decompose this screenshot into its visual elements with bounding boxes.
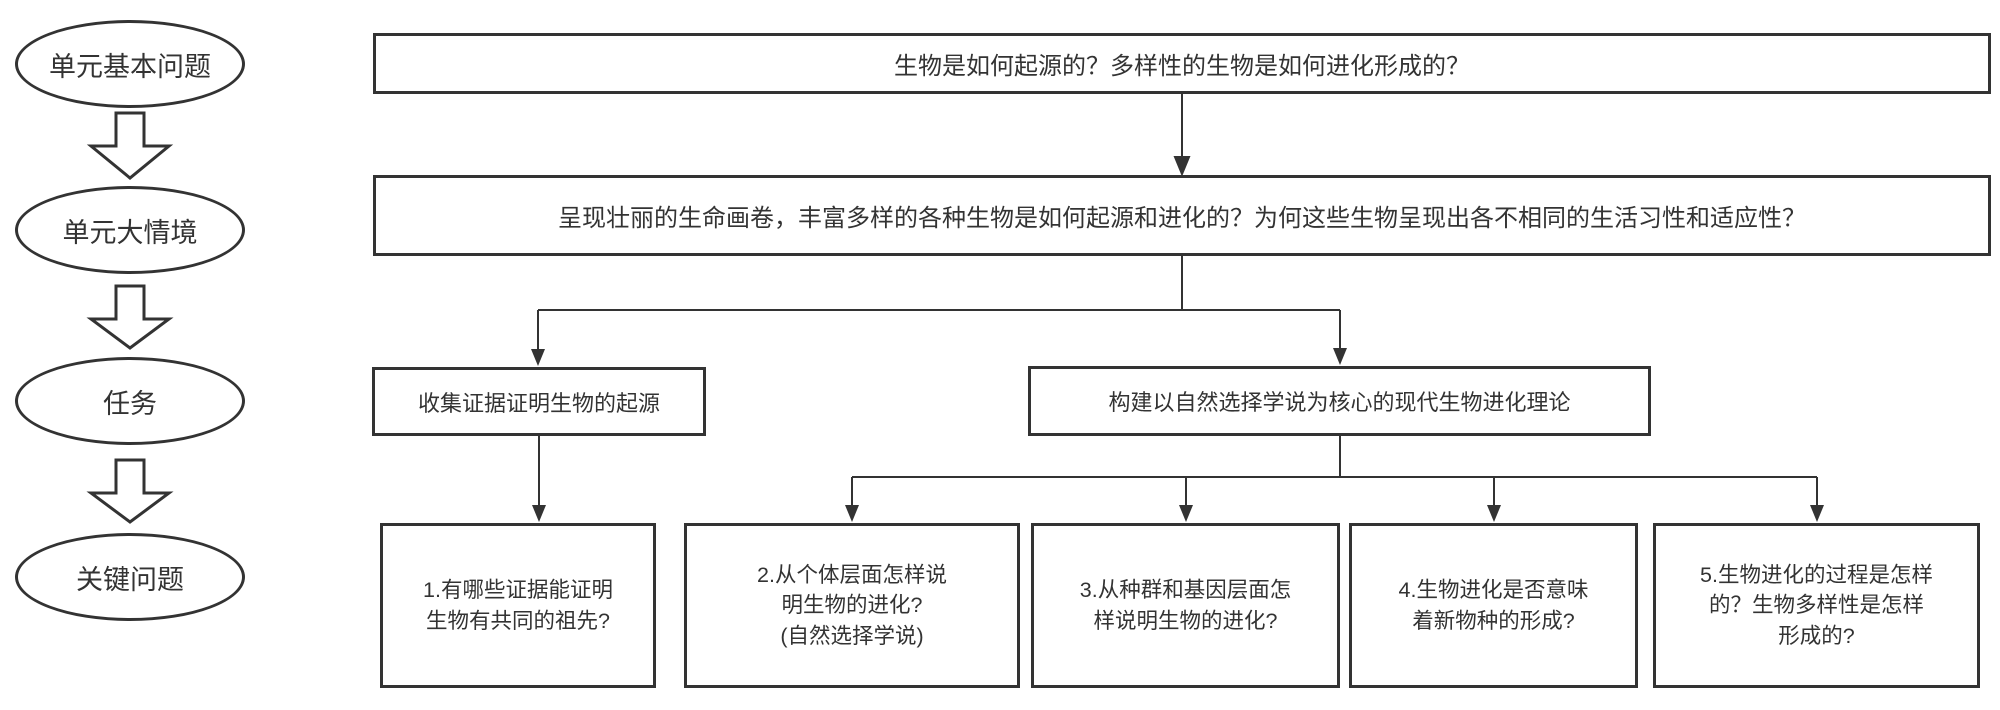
ellipse-label: 单元大情境: [62, 217, 198, 248]
box-task-collect-evidence: 收集证据证明生物的起源: [372, 367, 706, 436]
ellipse-tasks: 任务: [15, 357, 245, 445]
box-text-line: 生物有共同的祖先?: [426, 608, 610, 633]
down-block-arrow-icon: [86, 111, 174, 180]
box-text-line: 形成的?: [1778, 623, 1855, 648]
box-text-line: 5.生物进化的过程是怎样: [1700, 562, 1933, 587]
connector-basic-to-context: [1173, 94, 1191, 177]
box-key-question-3: 3.从种群和基因层面怎 样说明生物的进化?: [1031, 523, 1340, 688]
connector-context-to-tasks: [537, 256, 1341, 352]
box-key-question-2: 2.从个体层面怎样说 明生物的进化? (自然选择学说): [684, 523, 1020, 688]
box-key-question-4: 4.生物进化是否意味 着新物种的形成?: [1349, 523, 1638, 688]
box-text-line: 样说明生物的进化?: [1093, 608, 1278, 633]
box-basic-question: 生物是如何起源的？多样性的生物是如何进化形成的？: [373, 33, 1991, 94]
ellipse-unit-big-context: 单元大情境: [15, 186, 245, 274]
arrowhead-icon: [532, 505, 546, 522]
box-key-question-1: 1.有哪些证据能证明 生物有共同的祖先?: [380, 523, 656, 688]
down-block-arrow-icon: [86, 458, 174, 524]
ellipse-key-questions: 关键问题: [15, 533, 245, 621]
box-key-question-5: 5.生物进化的过程是怎样 的？生物多样性是怎样 形成的?: [1653, 523, 1980, 688]
box-text: 构建以自然选择学说为核心的现代生物进化理论: [1108, 390, 1571, 415]
connector-task2-to-kqs: [851, 436, 1818, 509]
box-text: 收集证据证明生物的起源: [417, 390, 660, 416]
box-text: 生物是如何起源的？多样性的生物是如何进化形成的？: [894, 53, 1470, 80]
ellipse-label: 任务: [103, 388, 157, 419]
box-text: 呈现壮丽的生命画卷，丰富多样的各种生物是如何起源和进化的？为何这些生物呈现出各不…: [558, 205, 1806, 232]
ellipse-label: 单元基本问题: [49, 51, 211, 82]
box-text-line: 4.生物进化是否意味: [1398, 577, 1589, 602]
ellipse-unit-basic-question: 单元基本问题: [15, 20, 245, 108]
box-text-line: 1.有哪些证据能证明: [423, 577, 613, 602]
down-block-arrow-icon: [86, 284, 174, 350]
arrowhead-icon: [531, 348, 1347, 366]
box-text-line: 2.从个体层面怎样说: [757, 562, 947, 587]
arrowhead-icon: [845, 505, 1824, 522]
box-text-line: 的？生物多样性是怎样: [1708, 593, 1924, 618]
box-text-line: (自然选择学说): [780, 623, 924, 648]
box-text-line: 明生物的进化?: [781, 593, 923, 618]
ellipse-label: 关键问题: [76, 564, 184, 595]
box-text-line: 3.从种群和基因层面怎: [1079, 577, 1292, 602]
box-task-build-theory: 构建以自然选择学说为核心的现代生物进化理论: [1028, 366, 1651, 436]
box-big-context: 呈现壮丽的生命画卷，丰富多样的各种生物是如何起源和进化的？为何这些生物呈现出各不…: [373, 175, 1991, 256]
box-text-line: 着新物种的形成?: [1412, 608, 1575, 633]
